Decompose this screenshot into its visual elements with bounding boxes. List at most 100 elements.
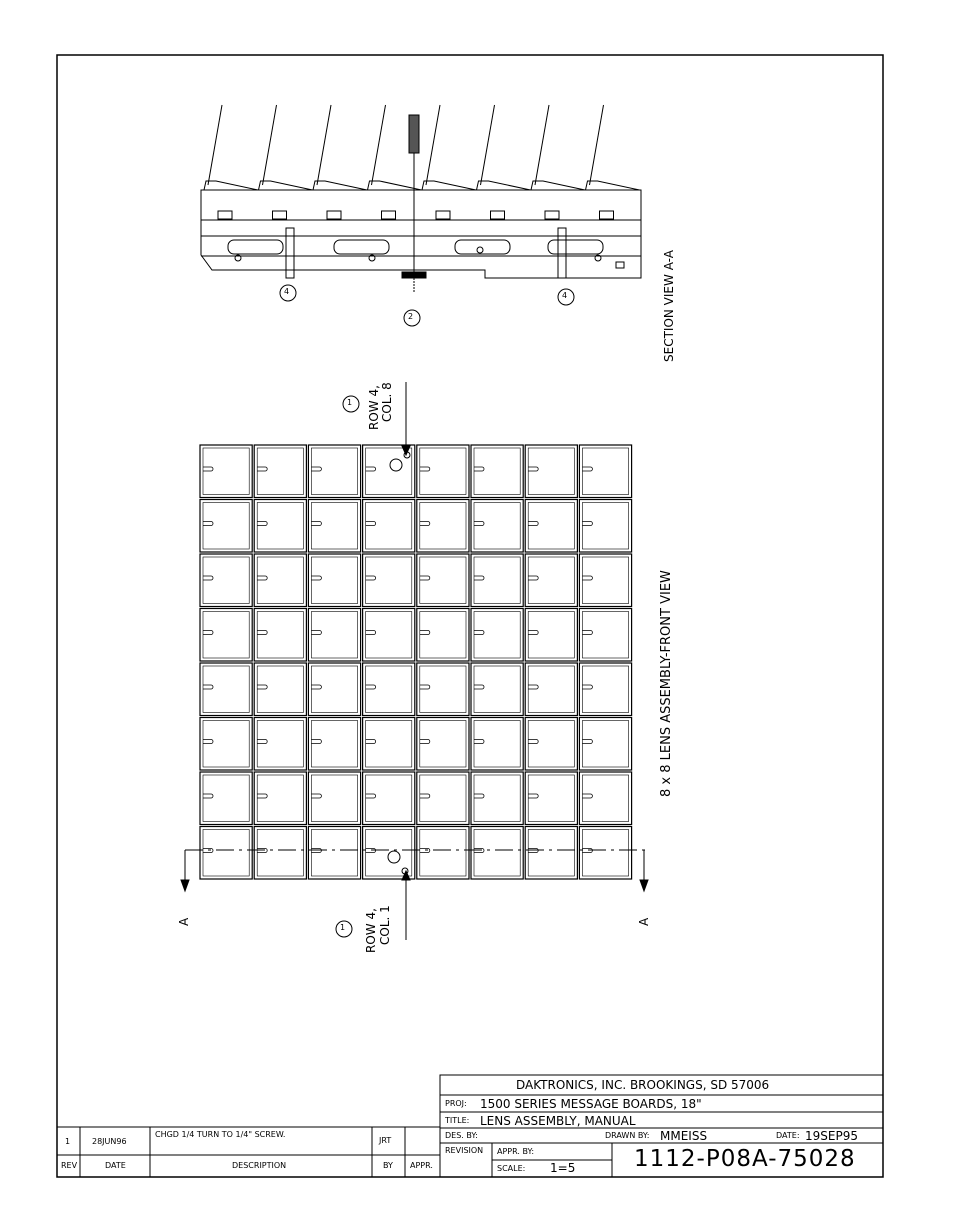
- lens-cell: [416, 825, 470, 880]
- lens-cell: [524, 662, 579, 717]
- scale-value: 1=5: [550, 1161, 576, 1175]
- lens-tab: [257, 466, 268, 472]
- lens-tab: [582, 684, 593, 690]
- nut: [234, 254, 242, 262]
- scale-label: SCALE:: [497, 1164, 526, 1173]
- lens-tab: [203, 684, 214, 690]
- lens-cell: [307, 444, 362, 499]
- lens-tab: [311, 793, 322, 799]
- lens-tab: [365, 630, 376, 635]
- lens-cell: [307, 553, 362, 608]
- callout-bottom-row: ROW 4,: [364, 908, 378, 953]
- lens-tab: [311, 684, 322, 690]
- lens-tab: [365, 793, 376, 799]
- lens-tab: [582, 739, 593, 744]
- leader-line: [371, 104, 386, 186]
- lens-tab: [257, 848, 268, 853]
- lens-tab: [419, 630, 431, 635]
- leader-line: [480, 104, 495, 186]
- lens-cell: [416, 771, 470, 826]
- lens-tab: [528, 739, 539, 744]
- company-name: DAKTRONICS, INC. BROOKINGS, SD 57006: [516, 1078, 770, 1092]
- sheet-border: [56, 54, 884, 1178]
- date-value: 19SEP95: [805, 1129, 858, 1143]
- lens-cell: [524, 444, 579, 499]
- lens-cell: [253, 825, 307, 880]
- section-lens-strip: [200, 189, 642, 221]
- lens-clip: [435, 210, 451, 220]
- section-leader-lines: [207, 104, 604, 186]
- lens-tab: [311, 739, 322, 744]
- des-by-label: DES. BY:: [445, 1131, 478, 1140]
- lens-cell: [524, 716, 579, 771]
- rev-description: CHGD 1/4 TURN TO 1/4" SCREW.: [155, 1130, 286, 1139]
- section-mark-left: A: [177, 917, 191, 926]
- rev-number: 1: [65, 1137, 71, 1146]
- leader-line: [425, 104, 441, 186]
- lens-tab: [474, 575, 485, 581]
- lens-tab: [257, 521, 268, 526]
- section-slot: [333, 239, 390, 255]
- lens-cell: [362, 607, 416, 662]
- lens-cell: [362, 716, 416, 771]
- callout-top-row: ROW 4,: [367, 385, 381, 430]
- section-housing: [200, 220, 642, 279]
- lens-top: [476, 180, 531, 191]
- nut: [476, 246, 484, 254]
- lens-tab: [365, 684, 376, 690]
- lens-tab: [203, 521, 214, 526]
- lens-cell: [199, 498, 253, 553]
- lens-cell: [578, 662, 633, 717]
- lens-tab: [203, 466, 214, 472]
- lens-cell: [416, 498, 470, 553]
- lens-cell: [307, 716, 362, 771]
- lens-tab: [203, 739, 214, 744]
- lens-tab: [203, 793, 214, 799]
- lens-clip: [272, 210, 287, 220]
- lens-clip: [381, 210, 396, 220]
- rev-by: JRT: [379, 1136, 392, 1145]
- lens-cell: [416, 607, 470, 662]
- lens-cell: [199, 444, 253, 499]
- lens-cell: [307, 662, 362, 717]
- lens-tab: [311, 630, 322, 635]
- leader-line: [262, 104, 277, 186]
- lens-tab: [203, 630, 214, 635]
- lens-cell: [362, 498, 416, 553]
- lens-top: [530, 180, 586, 191]
- lens-tab: [311, 575, 322, 581]
- leader-line: [589, 104, 604, 186]
- lens-tab: [203, 848, 214, 853]
- leader-line: [316, 104, 332, 186]
- lens-tab: [582, 793, 593, 799]
- lens-tab: [474, 521, 485, 526]
- lens-cell: [253, 498, 307, 553]
- lens-tab: [528, 466, 539, 472]
- section-slot: [454, 239, 511, 255]
- lens-cell: [470, 771, 524, 826]
- lens-tab: [257, 575, 268, 581]
- proj-label: PROJ:: [445, 1099, 467, 1108]
- lens-cell: [416, 444, 470, 499]
- lens-tab: [257, 793, 268, 799]
- callout-4-left-circle: [279, 284, 297, 302]
- lens-cell: [416, 553, 470, 608]
- callout-4-right-circle: [557, 288, 575, 306]
- section-lens-tops: [203, 180, 640, 220]
- nut: [594, 254, 602, 262]
- callout-top-col: COL. 8: [380, 382, 394, 422]
- lens-tab: [257, 630, 268, 635]
- lens-tab: [528, 684, 539, 690]
- lens-top: [367, 180, 422, 191]
- lens-tab: [474, 630, 485, 635]
- lens-tab: [419, 848, 431, 853]
- lens-cell: [524, 553, 579, 608]
- lens-cell: [199, 607, 253, 662]
- lens-top: [312, 180, 368, 191]
- section-line: [180, 849, 649, 893]
- lens-tab: [365, 466, 376, 472]
- section-mark-right: A: [637, 917, 651, 926]
- nut: [368, 254, 376, 262]
- lens-tab: [203, 575, 214, 581]
